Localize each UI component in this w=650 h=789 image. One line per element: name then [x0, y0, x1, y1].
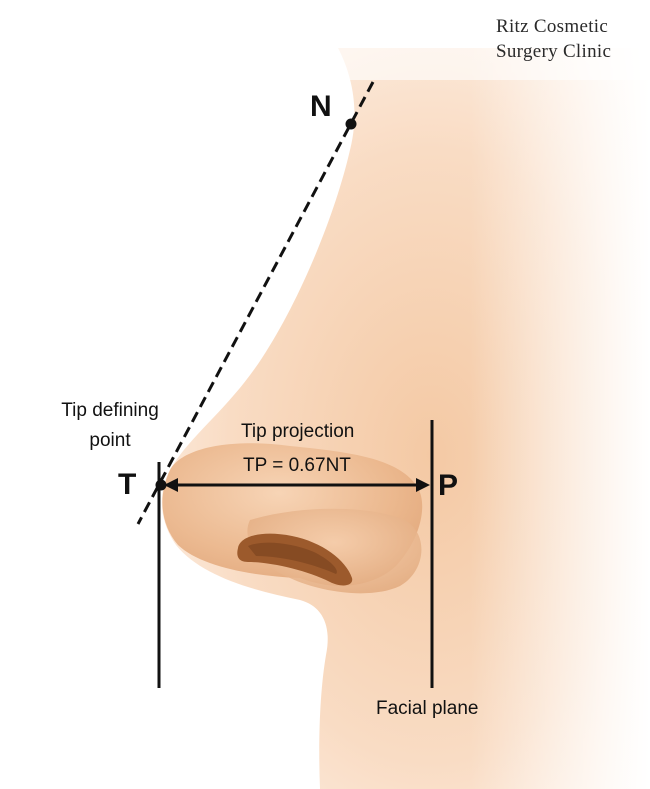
- alar-wing: [247, 508, 422, 594]
- formula-label: TP = 0.67NT: [243, 455, 351, 476]
- facial-plane-label: Facial plane: [376, 698, 479, 719]
- point-t-dot: [155, 479, 167, 491]
- brand-line-1: Ritz Cosmetic: [496, 16, 609, 37]
- point-n-dot: [345, 118, 357, 130]
- tip-defining-point-label: Tip defining point: [40, 396, 180, 456]
- arrowhead-left-icon: [164, 478, 178, 492]
- point-p-label: P: [438, 469, 459, 502]
- point-t-label: T: [118, 468, 137, 501]
- face-fade: [470, 40, 650, 789]
- clinic-brand: Ritz Cosmetic Surgery Clinic: [496, 14, 611, 64]
- point-n-label: N: [310, 90, 332, 123]
- arrowhead-right-icon: [416, 478, 430, 492]
- nostril-shadow: [248, 542, 337, 574]
- tip-projection-label: Tip projection: [241, 421, 355, 442]
- tip-defining-line-2: point: [89, 430, 131, 451]
- nasal-dorsum-dashed-line: [136, 81, 375, 525]
- brand-line-2: Surgery Clinic: [496, 41, 612, 62]
- top-fade: [330, 40, 650, 80]
- tip-defining-line-1: Tip defining: [61, 400, 159, 421]
